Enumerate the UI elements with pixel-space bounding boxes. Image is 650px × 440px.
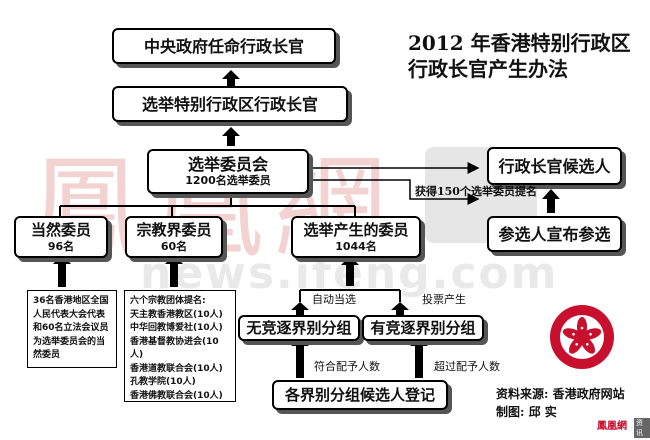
box-elect-chief-executive: 选举特别行政区行政长官 — [112, 86, 348, 122]
label-exceeds-seats: 超过配予人数 — [434, 360, 500, 373]
box-election-committee: 选举委员会 1200名选举委员 — [147, 149, 309, 194]
label-meets-seats: 符合配予人数 — [314, 360, 380, 373]
label-nomination: 获得150个选举委员提名 — [415, 185, 537, 198]
diagram-title-line2: 行政长官产生办法 — [408, 57, 568, 81]
box-candidate-registration: 各界别分组候选人登记 — [272, 380, 448, 410]
box-religious-members: 宗教界委员 60名 — [125, 216, 223, 258]
arrow-groups-to-elected — [341, 256, 359, 286]
note-religious-bodies: 六个宗教团体提名: 天主教香港教区(10人) 中华回教博爱社(10人) 香港基督… — [124, 290, 236, 402]
ifeng-logo: 鳳凰網 — [597, 421, 627, 432]
arrow-register-to-contested — [410, 338, 428, 378]
note-ex-officio: 36名香港地区全国 人民代表大会代表 和60名立法会议员 为选举委员会的当 然委… — [27, 290, 117, 368]
arrow-committee-to-elect — [222, 127, 240, 146]
arrow-announce-to-candidate — [542, 189, 560, 213]
groups-bracket — [299, 289, 401, 302]
arrow-register-to-uncontested — [291, 338, 309, 378]
box-ex-officio-members: 当然委员 96名 — [14, 216, 108, 258]
box-central-government: 中央政府任命行政长官 — [112, 28, 336, 64]
label-vote: 投票产生 — [422, 293, 466, 306]
box-contested-subsectors: 有竞逐界别分组 — [362, 315, 484, 341]
arrow-elect-to-central — [222, 70, 240, 86]
diagram-title-line1: 2012 年香港特别行政区 — [408, 31, 631, 55]
arrow-note2-to-religious — [165, 254, 183, 287]
credit-author: 制图: 邱 实 — [496, 405, 557, 419]
box-announce-candidacy: 参选人宣布参选 — [487, 216, 622, 252]
committee-bracket — [59, 196, 356, 216]
nomination-lines — [307, 162, 480, 205]
hksar-emblem-icon — [550, 305, 614, 369]
arrow-uncontested-up — [291, 302, 309, 316]
box-ce-candidate: 行政长官候选人 — [487, 147, 622, 185]
credit-source: 资料来源: 香港政府网站 — [496, 387, 625, 401]
ifeng-logo-badge: 资讯 — [634, 418, 650, 438]
box-uncontested-subsectors: 无竞逐界别分组 — [238, 315, 360, 341]
arrow-contested-up — [391, 302, 409, 316]
box-elected-members: 选举产生的委员 1044名 — [291, 216, 421, 258]
label-auto-return: 自动当选 — [312, 293, 356, 306]
up-arrows — [53, 70, 560, 378]
arrow-note1-to-exofficio — [53, 254, 71, 287]
